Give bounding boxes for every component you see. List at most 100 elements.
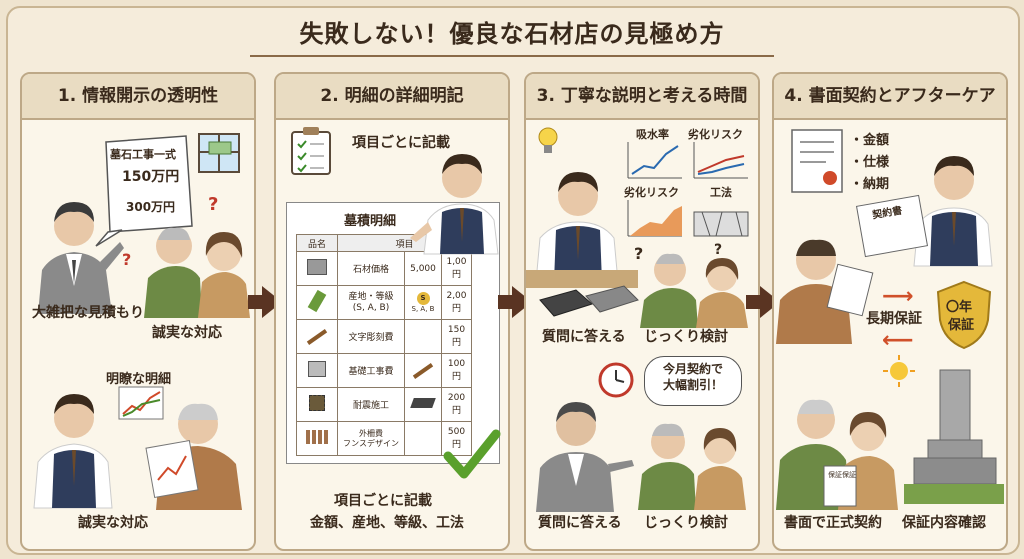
gravestone-illustration [904, 369, 1004, 504]
table-row: 基礎工事費 100円 [296, 353, 472, 388]
row-price: 100円 [441, 353, 472, 388]
title-underline [250, 55, 774, 57]
speech-line-2: 大幅割引！ [662, 378, 723, 392]
itemized-note-top: 項目ごとに記載 [352, 135, 450, 151]
table-row: 文字彫刻費 150円 [296, 319, 472, 354]
shield-line-1: 〇年 [946, 300, 973, 315]
itemized-note-bottom: 項目ごとに記載 [334, 493, 432, 509]
panel-heading: 3. 丁寧な説明と考える時間 [526, 74, 758, 120]
bullet-amount: ・金額 [850, 133, 890, 148]
arrow-left-icon: ⟵ [882, 328, 914, 353]
row-price: 150円 [441, 319, 472, 354]
itemized-fields: 金額、産地、等級、工法 [310, 515, 464, 531]
mini-chart-water-absorption [627, 142, 682, 179]
line-chart-icon [118, 386, 164, 420]
row-grade [404, 387, 442, 422]
panel-transparency: 1. 情報開示の透明性 墓石工事一式 150万円 300万円 ? ? 大雑把な見… [20, 72, 256, 551]
caption-written-contract: 書面で正式契約 [784, 515, 882, 531]
estimate-line-2: 150万円 [122, 169, 180, 185]
caption-long-warranty: 長期保証 [866, 311, 922, 327]
row-price: 200円 [441, 387, 472, 422]
panel-careful-explanation: 3. 丁寧な説明と考える時間 吸水率 劣化リスク 劣化リスク 工法 [524, 72, 760, 551]
caption-sincere-top: 誠実な対応 [152, 325, 222, 341]
sheet-title: 墓積明細 [344, 214, 397, 229]
table-counter [526, 270, 638, 288]
salesman-pointing-illustration [410, 154, 499, 255]
question-mark-icon: ? [634, 244, 644, 263]
panel-heading: 1. 情報開示の透明性 [22, 74, 254, 120]
salesman-handing-contract-illustration [913, 156, 993, 267]
salesman-gray-illustration [38, 202, 124, 314]
panel-heading: 4. 書面契約とアフターケア [774, 74, 1006, 120]
troubled-couple-illustration [638, 423, 746, 510]
worried-couple-illustration [144, 227, 250, 318]
chart-label-deterioration-2: 劣化リスク [624, 186, 679, 199]
stone-samples-icon [539, 285, 639, 317]
row-price: 1,00円 [441, 251, 472, 286]
chisel-icon [296, 319, 338, 354]
stone-block-icon [296, 251, 338, 286]
chip-icon [296, 387, 338, 422]
row-item: 石材価格 [337, 251, 405, 286]
table-row: 石材価格 5,000 1,00円 [296, 251, 472, 286]
estimate-line-1: 墓石工事一式 [110, 148, 176, 161]
row-item: 基礎工事費 [337, 353, 405, 388]
clipboard-checklist-icon [291, 127, 331, 175]
panel-contract-aftercare: 4. 書面契約とアフターケア ・金額 ・仕様 ・納期 契約書 ⟶ 長期保証 ⟵ … [772, 72, 1008, 551]
mini-chart-deterioration-1 [693, 142, 748, 179]
happy-couple-illustration [776, 399, 898, 510]
fence-icon [296, 421, 338, 456]
salesman-explaining-illustration [535, 172, 619, 283]
caption-confirm-warranty: 保証内容確認 [902, 515, 986, 531]
table-row: 耐震施工 200円 [296, 387, 472, 422]
row-item: 外柵費 フンスデザイン [337, 421, 405, 456]
check-mark-icon [443, 429, 501, 479]
row-price: 500円 [441, 421, 472, 456]
col-header-name: 品名 [296, 234, 338, 252]
row-item: 文字彫刻費 [337, 319, 405, 354]
caption-sincere-bottom: 誠実な対応 [78, 515, 148, 531]
row-grade [404, 319, 442, 354]
question-mark-icon: ? [714, 242, 723, 258]
estimate-line-3: 300万円 [126, 200, 176, 214]
row-item: 産地・等級 (S, A, B) [337, 285, 405, 320]
customer-signing-illustration [776, 239, 874, 344]
mini-chart-method [693, 211, 749, 237]
warranty-shield-icon [936, 280, 992, 350]
caption-careful-consideration-bottom: じっくり検討 [644, 515, 728, 531]
row-item: 耐震施工 [337, 387, 405, 422]
pushy-salesman-gray-illustration [536, 402, 634, 512]
speech-line-1: 今月契約で [662, 362, 723, 376]
question-mark-icon: ? [208, 194, 219, 215]
japan-map-icon [296, 285, 338, 320]
foundation-icon [296, 353, 338, 388]
mini-chart-deterioration-2 [627, 200, 682, 237]
arrow-right-icon: ⟶ [882, 284, 914, 309]
caption-clear-breakdown: 明瞭な明細 [106, 372, 172, 387]
row-grade: 5,000 [404, 251, 442, 286]
caption-rough-estimate: 大雑把な見積もり [32, 305, 144, 321]
row-price: 2,00円 [441, 285, 472, 320]
caption-careful-consideration-top: じっくり検討 [644, 329, 728, 345]
thinking-couple-illustration [640, 253, 748, 328]
estimate-paper-illustration [95, 135, 193, 247]
window-icon [198, 133, 240, 173]
row-grade [404, 353, 442, 388]
warranty-card-label: 保証保証 [828, 471, 856, 479]
chart-label-method: 工法 [710, 186, 732, 199]
bullet-spec: ・仕様 [850, 155, 890, 170]
question-mark-icon: ? [122, 250, 132, 269]
lightbulb-icon [538, 127, 558, 153]
panel-itemized-breakdown: 2. 明細の詳細明記 項目ごとに記載 墓積明細 品名 項目 石材価格 5,000… [274, 72, 510, 551]
caption-answer-questions-bottom: 質問に答える [538, 515, 622, 531]
sun-icon [883, 355, 915, 387]
contract-items-list: ・金額 ・仕様 ・納期 [850, 130, 889, 196]
estimate-table: 品名 項目 石材価格 5,000 1,00円 産地・等級 (S, A, B) S… [296, 234, 472, 456]
pushy-speech-bubble: 今月契約で 大幅割引！ [644, 356, 742, 406]
chart-label-deterioration-1: 劣化リスク [688, 128, 743, 141]
caption-answer-questions-top: 質問に答える [542, 329, 626, 345]
salesman-navy-illustration [33, 394, 113, 509]
shield-line-2: 保証 [948, 318, 975, 333]
older-man-with-chart-illustration [145, 403, 242, 510]
